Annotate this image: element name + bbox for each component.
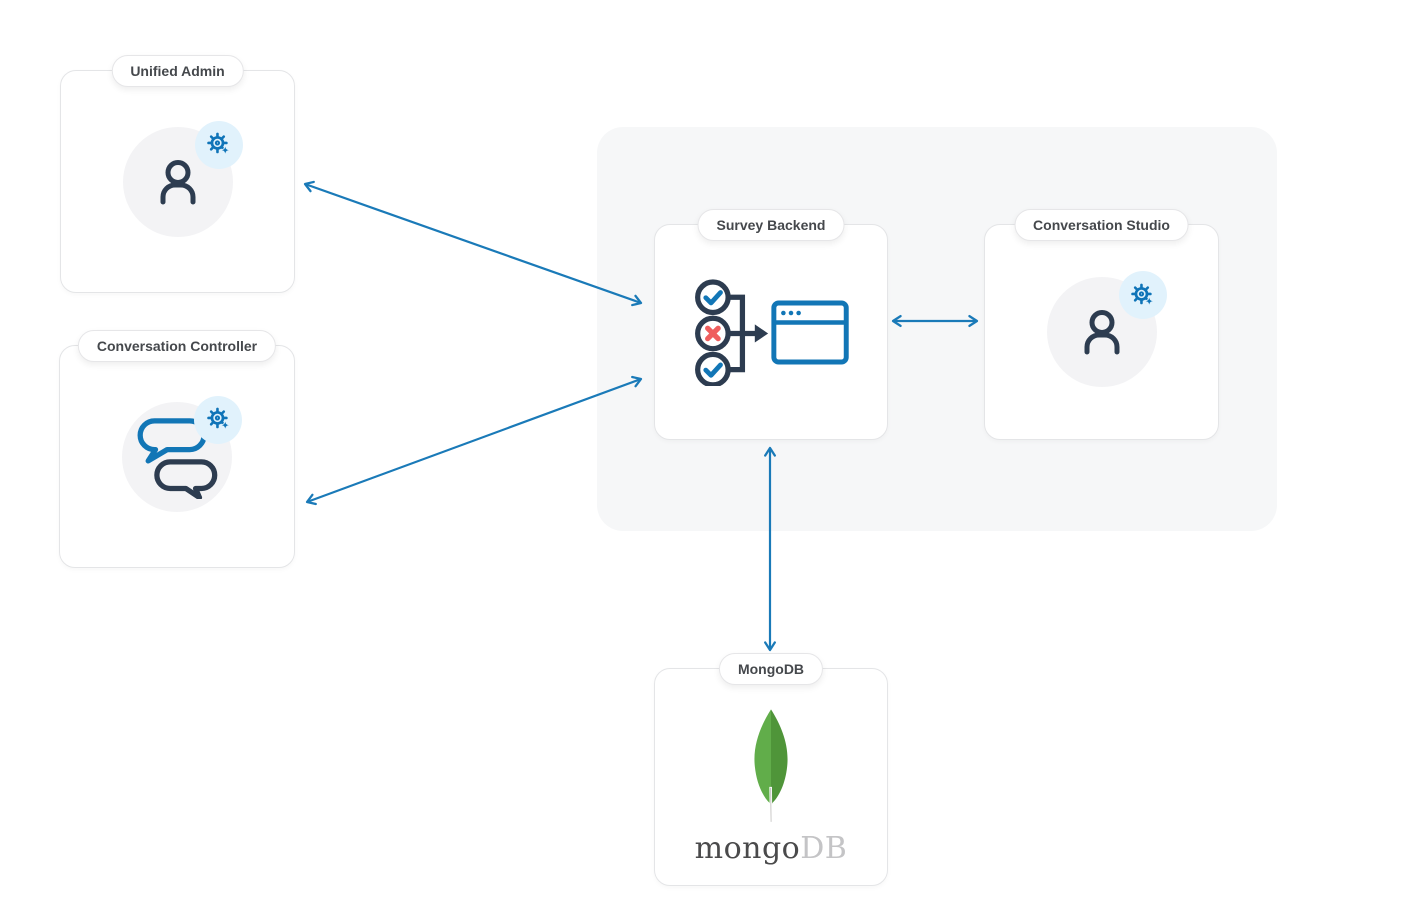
node-label: Conversation Studio — [1014, 209, 1189, 241]
edge-conversation-controller-survey-backend — [305, 375, 643, 506]
node-mongodb: MongoDB mongoDB — [654, 653, 888, 886]
mongodb-wordmark: mongoDB — [695, 834, 848, 864]
node-label: Survey Backend — [697, 209, 845, 241]
gear-badge-icon — [194, 120, 243, 169]
mongodb-wordmark-primary: mongo — [694, 831, 801, 866]
browser-window-icon — [771, 300, 849, 364]
gear-badge-icon — [194, 395, 242, 444]
survey-validation-icon — [695, 278, 849, 386]
gear-badge-icon — [1118, 271, 1167, 319]
node-label: Conversation Controller — [77, 330, 277, 362]
node-label: Unified Admin — [111, 55, 244, 87]
node-unified-admin: Unified Admin — [60, 55, 295, 293]
mongodb-wordmark-secondary: DB — [800, 831, 848, 866]
edge-unified-admin-survey-backend — [303, 180, 643, 307]
node-conversation-controller: Conversation Controller — [59, 330, 295, 568]
node-survey-backend: Survey Backend — [654, 209, 888, 440]
node-conversation-studio: Conversation Studio — [984, 209, 1219, 440]
node-label: MongoDB — [718, 653, 824, 685]
mongodb-leaf-icon — [754, 709, 788, 823]
